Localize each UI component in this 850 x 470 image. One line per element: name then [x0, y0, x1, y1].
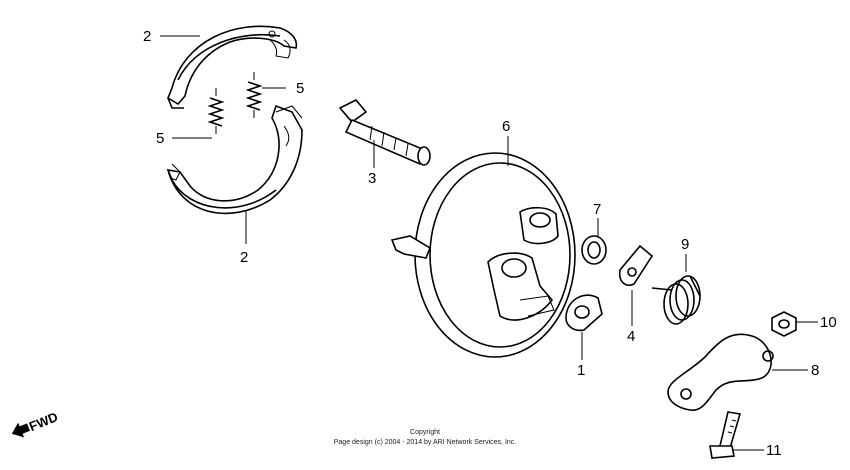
callout-seal: 7 [593, 201, 601, 218]
callout-spring-left: 5 [156, 130, 164, 147]
callout-brake-shoe-upper: 2 [143, 28, 151, 45]
nut[interactable] [771, 311, 797, 337]
callout-indicator: 4 [627, 328, 635, 345]
return-spring[interactable] [651, 275, 701, 325]
callout-spring-right: 5 [296, 80, 304, 97]
callout-panel: 6 [502, 118, 510, 135]
callout-spring-9: 9 [681, 236, 689, 253]
callout-felt: 1 [577, 362, 585, 379]
leader-lines [160, 35, 818, 451]
felt-seal[interactable] [565, 294, 603, 332]
seal[interactable] [581, 235, 607, 265]
bolt[interactable] [709, 411, 742, 459]
spring-left[interactable] [207, 88, 225, 134]
callout-brake-shoe-lower: 2 [240, 249, 248, 266]
callout-arm: 8 [811, 362, 819, 379]
wear-indicator[interactable] [618, 244, 654, 286]
callout-cam: 3 [368, 170, 376, 187]
callout-bolt: 11 [766, 442, 782, 459]
brake-shoe-lower[interactable] [166, 104, 303, 215]
copyright-title: Copyright [410, 429, 440, 436]
brake-arm[interactable] [667, 333, 774, 411]
brake-panel[interactable] [390, 152, 576, 358]
spring-right[interactable] [245, 72, 263, 118]
brake-cam[interactable] [338, 99, 431, 166]
callout-nut: 10 [820, 314, 837, 331]
copyright-text: Page design (c) 2004 - 2014 by ARI Netwo… [333, 439, 517, 446]
fwd-arrow: FWD [11, 409, 60, 438]
brake-shoe-upper[interactable] [167, 25, 298, 109]
